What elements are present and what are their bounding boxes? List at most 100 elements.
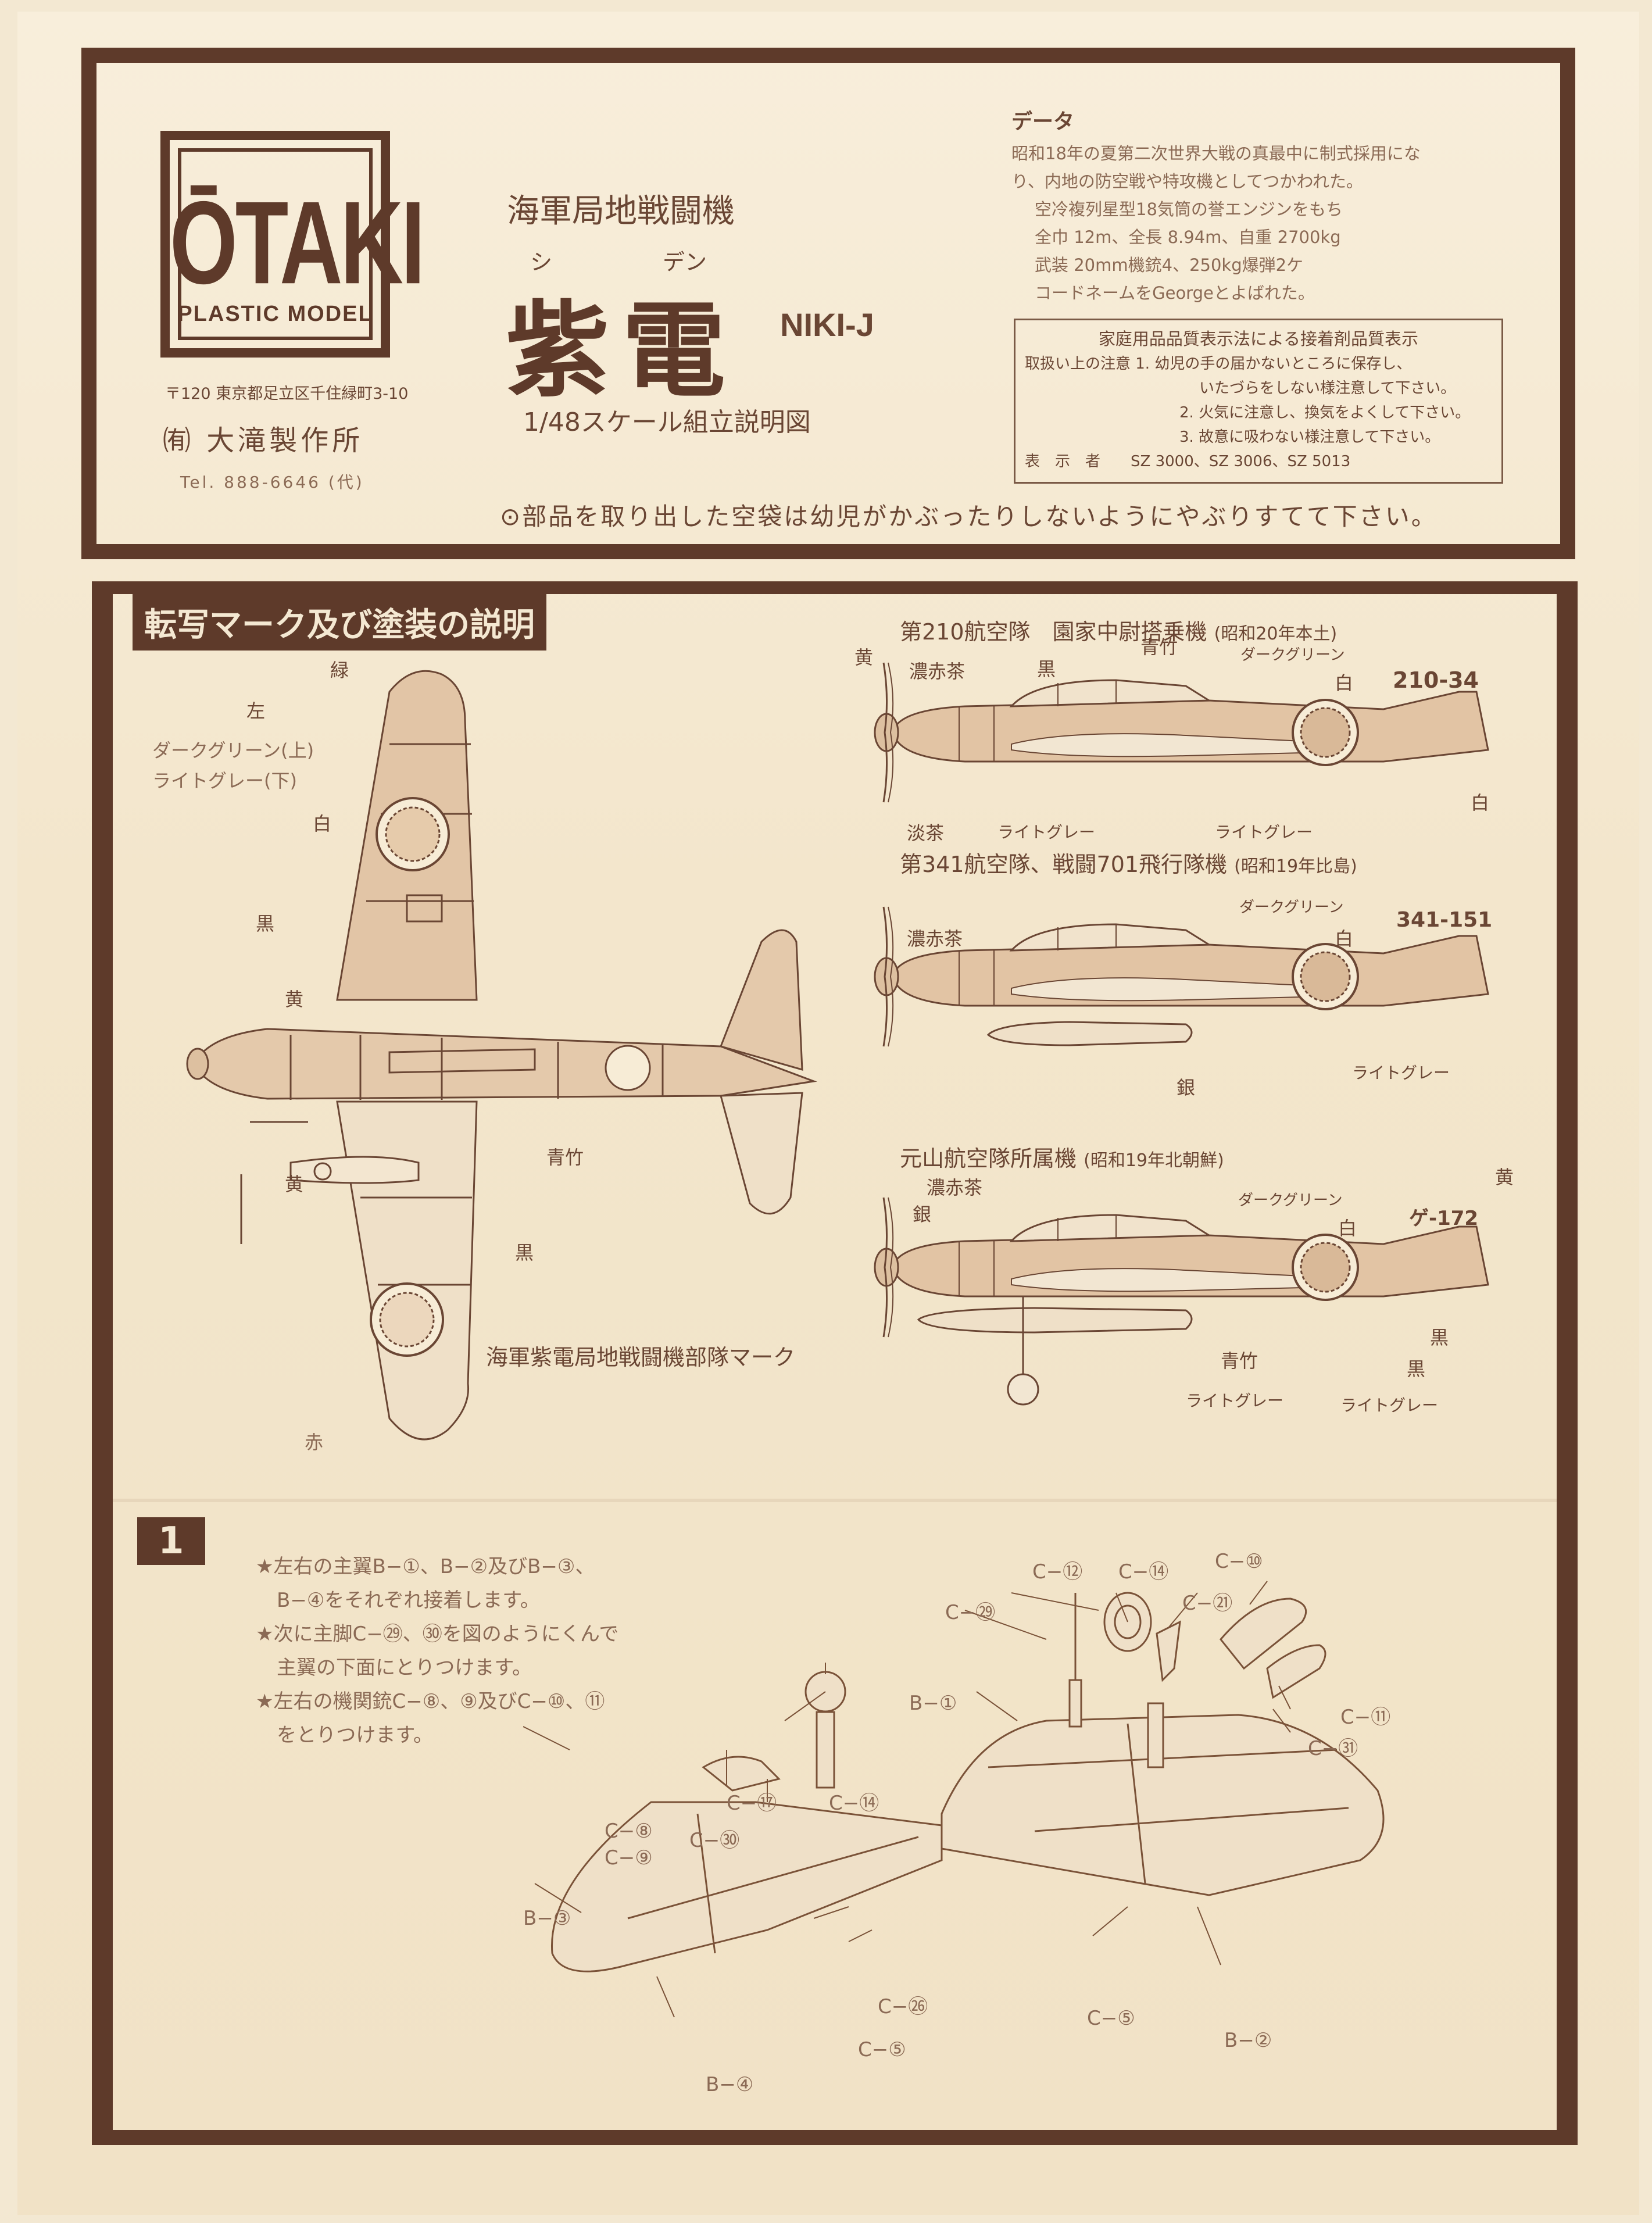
company-address: 〒120 東京都足立区千住緑町3-10 [165, 385, 409, 403]
ruby-right: デン [663, 249, 707, 275]
plan-label-white: 白 [313, 813, 332, 835]
company-name: ㈲ 大滝製作所 [163, 424, 364, 457]
a3-label-dark-green: ダークグリーン [1238, 1192, 1343, 1209]
bag-warning: ⊙部品を取り出した空袋は幼児がかぶったりしないようにやぶりすてて下さい。 [500, 502, 1438, 531]
plan-label-black-2: 黒 [515, 1242, 534, 1264]
instruction-line-4: 主翼の下面にとりつけます。 [277, 1656, 532, 1679]
part-c26: C−㉖ [878, 1995, 928, 2018]
data-line-2: り、内地の防空戦や特攻機としてつかわれた。 [1011, 171, 1363, 191]
quality-box: 家庭用品品質表示法による接着剤品質表示 取扱い上の注意 1. 幼児の手の届かない… [1014, 319, 1503, 484]
aircraft-2-note: (昭和19年比島) [1234, 856, 1357, 877]
roundel-lower-wing [370, 1282, 444, 1357]
part-c9: C−⑨ [605, 1846, 653, 1870]
plan-label-dark-green-top: ダークグリーン(上) [152, 739, 314, 762]
unit-mark-caption: 海軍紫電局地戦闘機部隊マーク [486, 1345, 796, 1370]
a1-label-aotake: 青竹 [1140, 636, 1178, 658]
data-line-5: 武装 20mm機銃4、250kg爆弾2ケ [1035, 255, 1304, 275]
fold-line [113, 1499, 1557, 1502]
a3-label-black-2: 黒 [1407, 1358, 1426, 1380]
a1-label-light-grey-2: ライトグレー [1215, 823, 1313, 842]
aircraft-3-title: 元山航空隊所属機 [900, 1146, 1077, 1171]
top-frame-top [81, 48, 1575, 63]
ruby-left: シ [530, 249, 553, 275]
step-1-instructions: ★左右の主翼B−①、B−②及びB−③、 B−④をそれぞれ接着します。 ★次に主脚… [256, 1550, 618, 1752]
data-line-6: コードネームをGeorgeとよばれた。 [1035, 283, 1315, 303]
part-c29: C−㉙ [945, 1601, 996, 1624]
aircraft-1-note: (昭和20年本土) [1214, 624, 1338, 644]
a1-label-dark-green: ダークグリーン [1240, 646, 1345, 664]
aircraft-2-tail-code: 341-151 [1396, 908, 1493, 932]
plan-label-left: 左 [246, 700, 266, 722]
instruction-line-5: ★左右の機関銃C−⑧、⑨及びC−⑩、⑪ [256, 1690, 605, 1713]
side-view-diagrams [874, 662, 1489, 1406]
instruction-line-2: B−④をそれぞれ接着します。 [277, 1589, 540, 1612]
main-frame-top [92, 581, 1578, 594]
main-frame-bottom [92, 2130, 1578, 2145]
a3-label-aotake: 青竹 [1221, 1350, 1258, 1372]
a3-label-light-grey-1: ライトグレー [1186, 1391, 1284, 1410]
plan-view-diagram [186, 670, 817, 1441]
a1-label-black: 黒 [1037, 658, 1056, 680]
a1-label-light-brown: 淡茶 [907, 822, 945, 844]
aircraft-kind: 海軍局地戦闘機 [507, 192, 735, 230]
side-view-3 [874, 1196, 1489, 1406]
scale-title: 1/48スケール組立説明図 [523, 408, 811, 437]
data-title: データ [1011, 110, 1075, 134]
a1-label-white: 白 [1335, 672, 1354, 694]
part-c11: C−⑪ [1340, 1706, 1391, 1729]
a2-label-light-grey: ライトグレー [1352, 1063, 1450, 1082]
plan-label-black-1: 黒 [256, 913, 275, 935]
part-c10: C−⑩ [1215, 1550, 1263, 1573]
a3-label-yellow: 黄 [1495, 1166, 1514, 1188]
part-c31: C−㉛ [1308, 1737, 1358, 1760]
data-line-1: 昭和18年の夏第二次世界大戦の真最中に制式採用にな [1011, 144, 1421, 163]
part-b4: B−④ [706, 2073, 754, 2096]
instruction-line-3: ★次に主脚C−㉙、㉚を図のようにくんで [256, 1622, 619, 1646]
a1-label-white-2: 白 [1471, 792, 1490, 814]
main-frame-left [92, 581, 113, 2145]
aircraft-1-title: 第210航空隊 園家中尉搭乗機 [900, 619, 1207, 645]
quality-line-2: いたづらをしない様注意して下さい。 [1199, 380, 1456, 397]
plan-label-green: 緑 [330, 659, 349, 681]
part-c5-right: C−⑤ [1087, 2007, 1135, 2030]
part-c21: C−㉑ [1182, 1592, 1233, 1615]
aircraft-name: 紫電 [506, 291, 738, 411]
a2-label-silver: 銀 [1177, 1077, 1196, 1099]
a2-label-dark-green: ダークグリーン [1239, 899, 1344, 916]
roundel-upper-wing [376, 797, 450, 871]
a3-label-silver: 銀 [913, 1203, 932, 1225]
a3-label-black-1: 黒 [1430, 1327, 1449, 1349]
part-c30: C−㉚ [689, 1829, 740, 1852]
company-tel: Tel. 888-6646 (代) [180, 473, 364, 492]
part-c12: C−⑫ [1032, 1560, 1083, 1584]
part-c5-left: C−⑤ [858, 2038, 906, 2061]
a3-label-dark-red-brown: 濃赤茶 [927, 1177, 983, 1199]
decal-section-title: 転写マーク及び塗装の説明 [133, 594, 546, 651]
quality-line-4: 3. 故意に吸わない様注意して下さい。 [1179, 428, 1440, 446]
part-b1: B−① [909, 1692, 957, 1715]
roundel-fuselage [605, 1045, 651, 1091]
aircraft-2-title: 第341航空隊、戦闘701飛行隊機 [900, 852, 1228, 877]
instruction-line-1: ★左右の主翼B−①、B−②及びB−③、 [256, 1555, 595, 1578]
part-c8: C−⑧ [605, 1820, 653, 1843]
a2-label-white: 白 [1335, 928, 1354, 950]
data-box: データ 昭和18年の夏第二次世界大戦の真最中に制式採用にな り、内地の防空戦や特… [1011, 105, 1535, 307]
part-b3: B−③ [523, 1907, 571, 1930]
wing-assembly-diagram [523, 1581, 1385, 2018]
plan-label-yellow-2: 黄 [285, 1173, 304, 1195]
top-frame-left [81, 48, 96, 559]
quality-line-3: 2. 火気に注意し、換気をよくして下さい。 [1179, 404, 1471, 421]
step-1-badge: 1 [137, 1517, 205, 1565]
a1-label-yellow: 黄 [854, 646, 874, 669]
quality-line-5: 表 示 者 SZ 3000、SZ 3006、SZ 5013 [1025, 453, 1351, 470]
plan-label-light-grey-bottom: ライトグレー(下) [152, 770, 297, 792]
aircraft-3-caption: 元山航空隊所属機 (昭和19年北朝鮮) [900, 1141, 1224, 1173]
a1-label-dark-red-brown: 濃赤茶 [909, 660, 966, 682]
side-view-2 [874, 906, 1489, 1048]
aircraft-3-tail-code: ゲ-172 [1409, 1207, 1479, 1230]
part-c17: C−⑰ [727, 1792, 777, 1815]
plan-label-red: 赤 [305, 1431, 324, 1453]
top-frame-right [1560, 48, 1575, 559]
plan-label-aotake: 青竹 [546, 1146, 584, 1168]
quality-title: 家庭用品品質表示法による接着剤品質表示 [1098, 329, 1419, 349]
